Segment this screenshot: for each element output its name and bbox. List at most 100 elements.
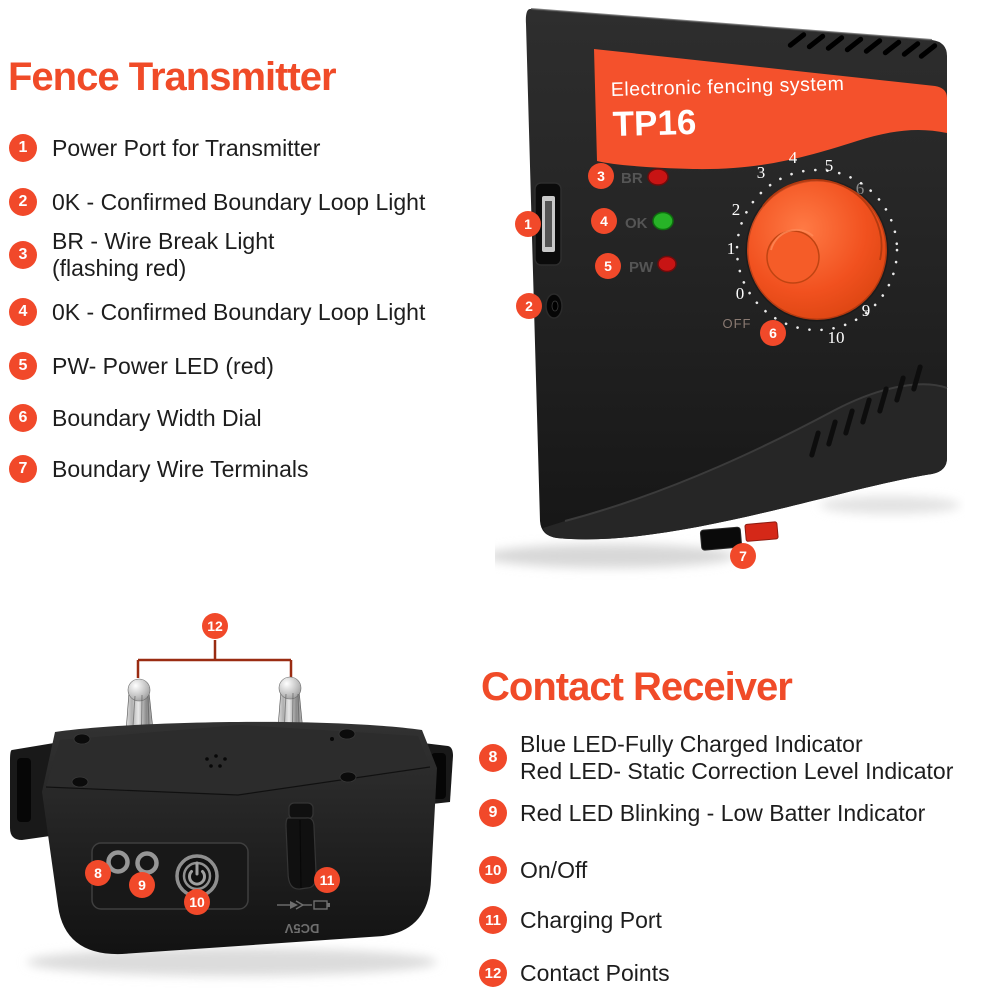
photo-badge-2: 2 bbox=[525, 298, 533, 314]
lower-shell bbox=[543, 384, 947, 540]
svg-text:3: 3 bbox=[757, 163, 766, 182]
transmitter-photo-badges: 1 2 3 4 5 6 7 bbox=[515, 163, 786, 569]
side-vents bbox=[809, 364, 923, 458]
callout-badge-7: 7 bbox=[9, 455, 37, 483]
dc5v-port-label: DC5V bbox=[284, 921, 319, 936]
item-label: 0K - Confirmed Boundary Loop Light bbox=[52, 188, 426, 215]
item-label: Red LED Blinking - Low Batter Indicator bbox=[520, 799, 926, 826]
dial-scale-numbers: 0 1 2 3 4 5 6 9 10 bbox=[727, 148, 871, 347]
callout-badge-3: 3 bbox=[9, 241, 37, 269]
top-screws bbox=[71, 728, 357, 788]
photo-badge-6: 6 bbox=[769, 325, 777, 341]
item-label: PW- Power LED (red) bbox=[52, 352, 274, 379]
svg-text:1: 1 bbox=[727, 239, 736, 258]
swoosh-line bbox=[564, 383, 948, 522]
item-label: Contact Points bbox=[520, 959, 670, 986]
receiver-shadow bbox=[27, 948, 437, 976]
callout-badge-10: 10 bbox=[479, 856, 507, 884]
dc-jack-hole bbox=[551, 300, 559, 312]
banner-panel bbox=[594, 49, 947, 170]
callout-badge-2: 2 bbox=[9, 188, 37, 216]
receiver-photo-badges: 12 8 9 10 11 bbox=[85, 613, 340, 915]
strap-slot-left bbox=[17, 758, 31, 822]
wire-terminal-block bbox=[699, 521, 779, 551]
list-item: 6 Boundary Width Dial bbox=[9, 404, 262, 432]
photo-badge-5: 5 bbox=[604, 258, 612, 274]
list-item: 10 On/Off bbox=[479, 856, 587, 884]
svg-text:10: 10 bbox=[828, 328, 845, 347]
photo-badge-4: 4 bbox=[600, 213, 608, 229]
pw-led-red bbox=[657, 255, 677, 273]
charge-symbol bbox=[277, 900, 330, 910]
photo-badge-9: 9 bbox=[138, 877, 146, 893]
charging-port-flap bbox=[285, 802, 317, 890]
photo-badge-1: 1 bbox=[524, 216, 532, 232]
list-item: 2 0K - Confirmed Boundary Loop Light bbox=[9, 188, 425, 216]
photo-badge-3: 3 bbox=[597, 168, 605, 184]
callout-badge-6: 6 bbox=[9, 404, 37, 432]
list-item: 1 Power Port for Transmitter bbox=[9, 134, 320, 162]
top-edge-highlight bbox=[530, 8, 933, 41]
list-item: 8 Blue LED-Fully Charged Indicator Red L… bbox=[479, 731, 953, 785]
receiver-photo: DC5V 12 8 9 10 11 bbox=[10, 613, 453, 976]
list-item: 9 Red LED Blinking - Low Batter Indicato… bbox=[479, 799, 925, 827]
transmitter-shadow bbox=[495, 544, 735, 568]
transmitter-title: Fence Transmitter bbox=[8, 55, 337, 99]
contact-points-bracket-line bbox=[136, 640, 293, 678]
photo-badge-11: 11 bbox=[320, 872, 335, 888]
callout-badge-5: 5 bbox=[9, 352, 37, 380]
svg-text:4: 4 bbox=[789, 148, 798, 167]
svg-text:6: 6 bbox=[856, 179, 865, 198]
list-item: 5 PW- Power LED (red) bbox=[9, 352, 274, 380]
item-label: Blue LED-Fully Charged Indicator Red LED… bbox=[520, 731, 954, 784]
knob-center-highlight bbox=[770, 229, 814, 251]
item-label: On/Off bbox=[520, 856, 588, 883]
speaker-holes bbox=[205, 737, 334, 768]
top-vents bbox=[787, 32, 938, 59]
item-label: Boundary Wire Terminals bbox=[52, 455, 309, 482]
charge-status-led bbox=[106, 850, 130, 874]
usb-slot-inner bbox=[545, 201, 552, 247]
br-led-red bbox=[647, 168, 669, 186]
svg-text:5: 5 bbox=[825, 156, 834, 175]
item-label: 0K - Confirmed Boundary Loop Light bbox=[52, 298, 426, 325]
model-text: TP16 bbox=[612, 103, 697, 144]
transmitter-shadow-right bbox=[820, 496, 960, 514]
svg-text:2: 2 bbox=[732, 200, 741, 219]
receiver-title: Contact Receiver bbox=[481, 665, 793, 709]
ok-led-green bbox=[652, 211, 674, 231]
item-label: Charging Port bbox=[520, 906, 662, 933]
photo-badge-12: 12 bbox=[207, 618, 223, 634]
item-label: BR - Wire Break Light (flashing red) bbox=[52, 228, 275, 281]
knob-center-recess bbox=[766, 230, 820, 284]
callout-badge-4: 4 bbox=[9, 298, 37, 326]
list-item: 12 Contact Points bbox=[479, 959, 670, 987]
list-item: 4 0K - Confirmed Boundary Loop Light bbox=[9, 298, 425, 326]
transmitter-photo: Electronic fencing system TP16 BR OK PW … bbox=[495, 8, 960, 569]
knob-scribe-line bbox=[762, 179, 883, 261]
callout-badge-1: 1 bbox=[9, 134, 37, 162]
svg-text:0: 0 bbox=[736, 284, 745, 303]
list-item: 11 Charging Port bbox=[479, 906, 662, 934]
callout-badge-12: 12 bbox=[479, 959, 507, 987]
item-label: Power Port for Transmitter bbox=[52, 134, 321, 161]
led-label-br: BR bbox=[621, 170, 643, 187]
top-face-edge bbox=[45, 766, 431, 796]
photo-badge-10: 10 bbox=[189, 894, 205, 910]
battery-status-led bbox=[135, 851, 159, 875]
item-label: Boundary Width Dial bbox=[52, 404, 262, 431]
receiver-top-face bbox=[46, 725, 430, 795]
list-item: 3 BR - Wire Break Light (flashing red) bbox=[9, 228, 274, 282]
power-icon bbox=[188, 861, 206, 886]
callout-badge-11: 11 bbox=[479, 906, 507, 934]
dial-off-label: OFF bbox=[723, 316, 752, 331]
photo-badge-8: 8 bbox=[94, 865, 102, 881]
led-label-pw: PW bbox=[629, 259, 654, 276]
svg-text:9: 9 bbox=[862, 301, 871, 320]
list-item: 7 Boundary Wire Terminals bbox=[9, 455, 309, 483]
photo-badge-7: 7 bbox=[739, 548, 747, 564]
dial-tick-dots bbox=[735, 168, 899, 332]
callout-badge-8: 8 bbox=[479, 744, 507, 772]
led-label-ok: OK bbox=[625, 215, 648, 232]
